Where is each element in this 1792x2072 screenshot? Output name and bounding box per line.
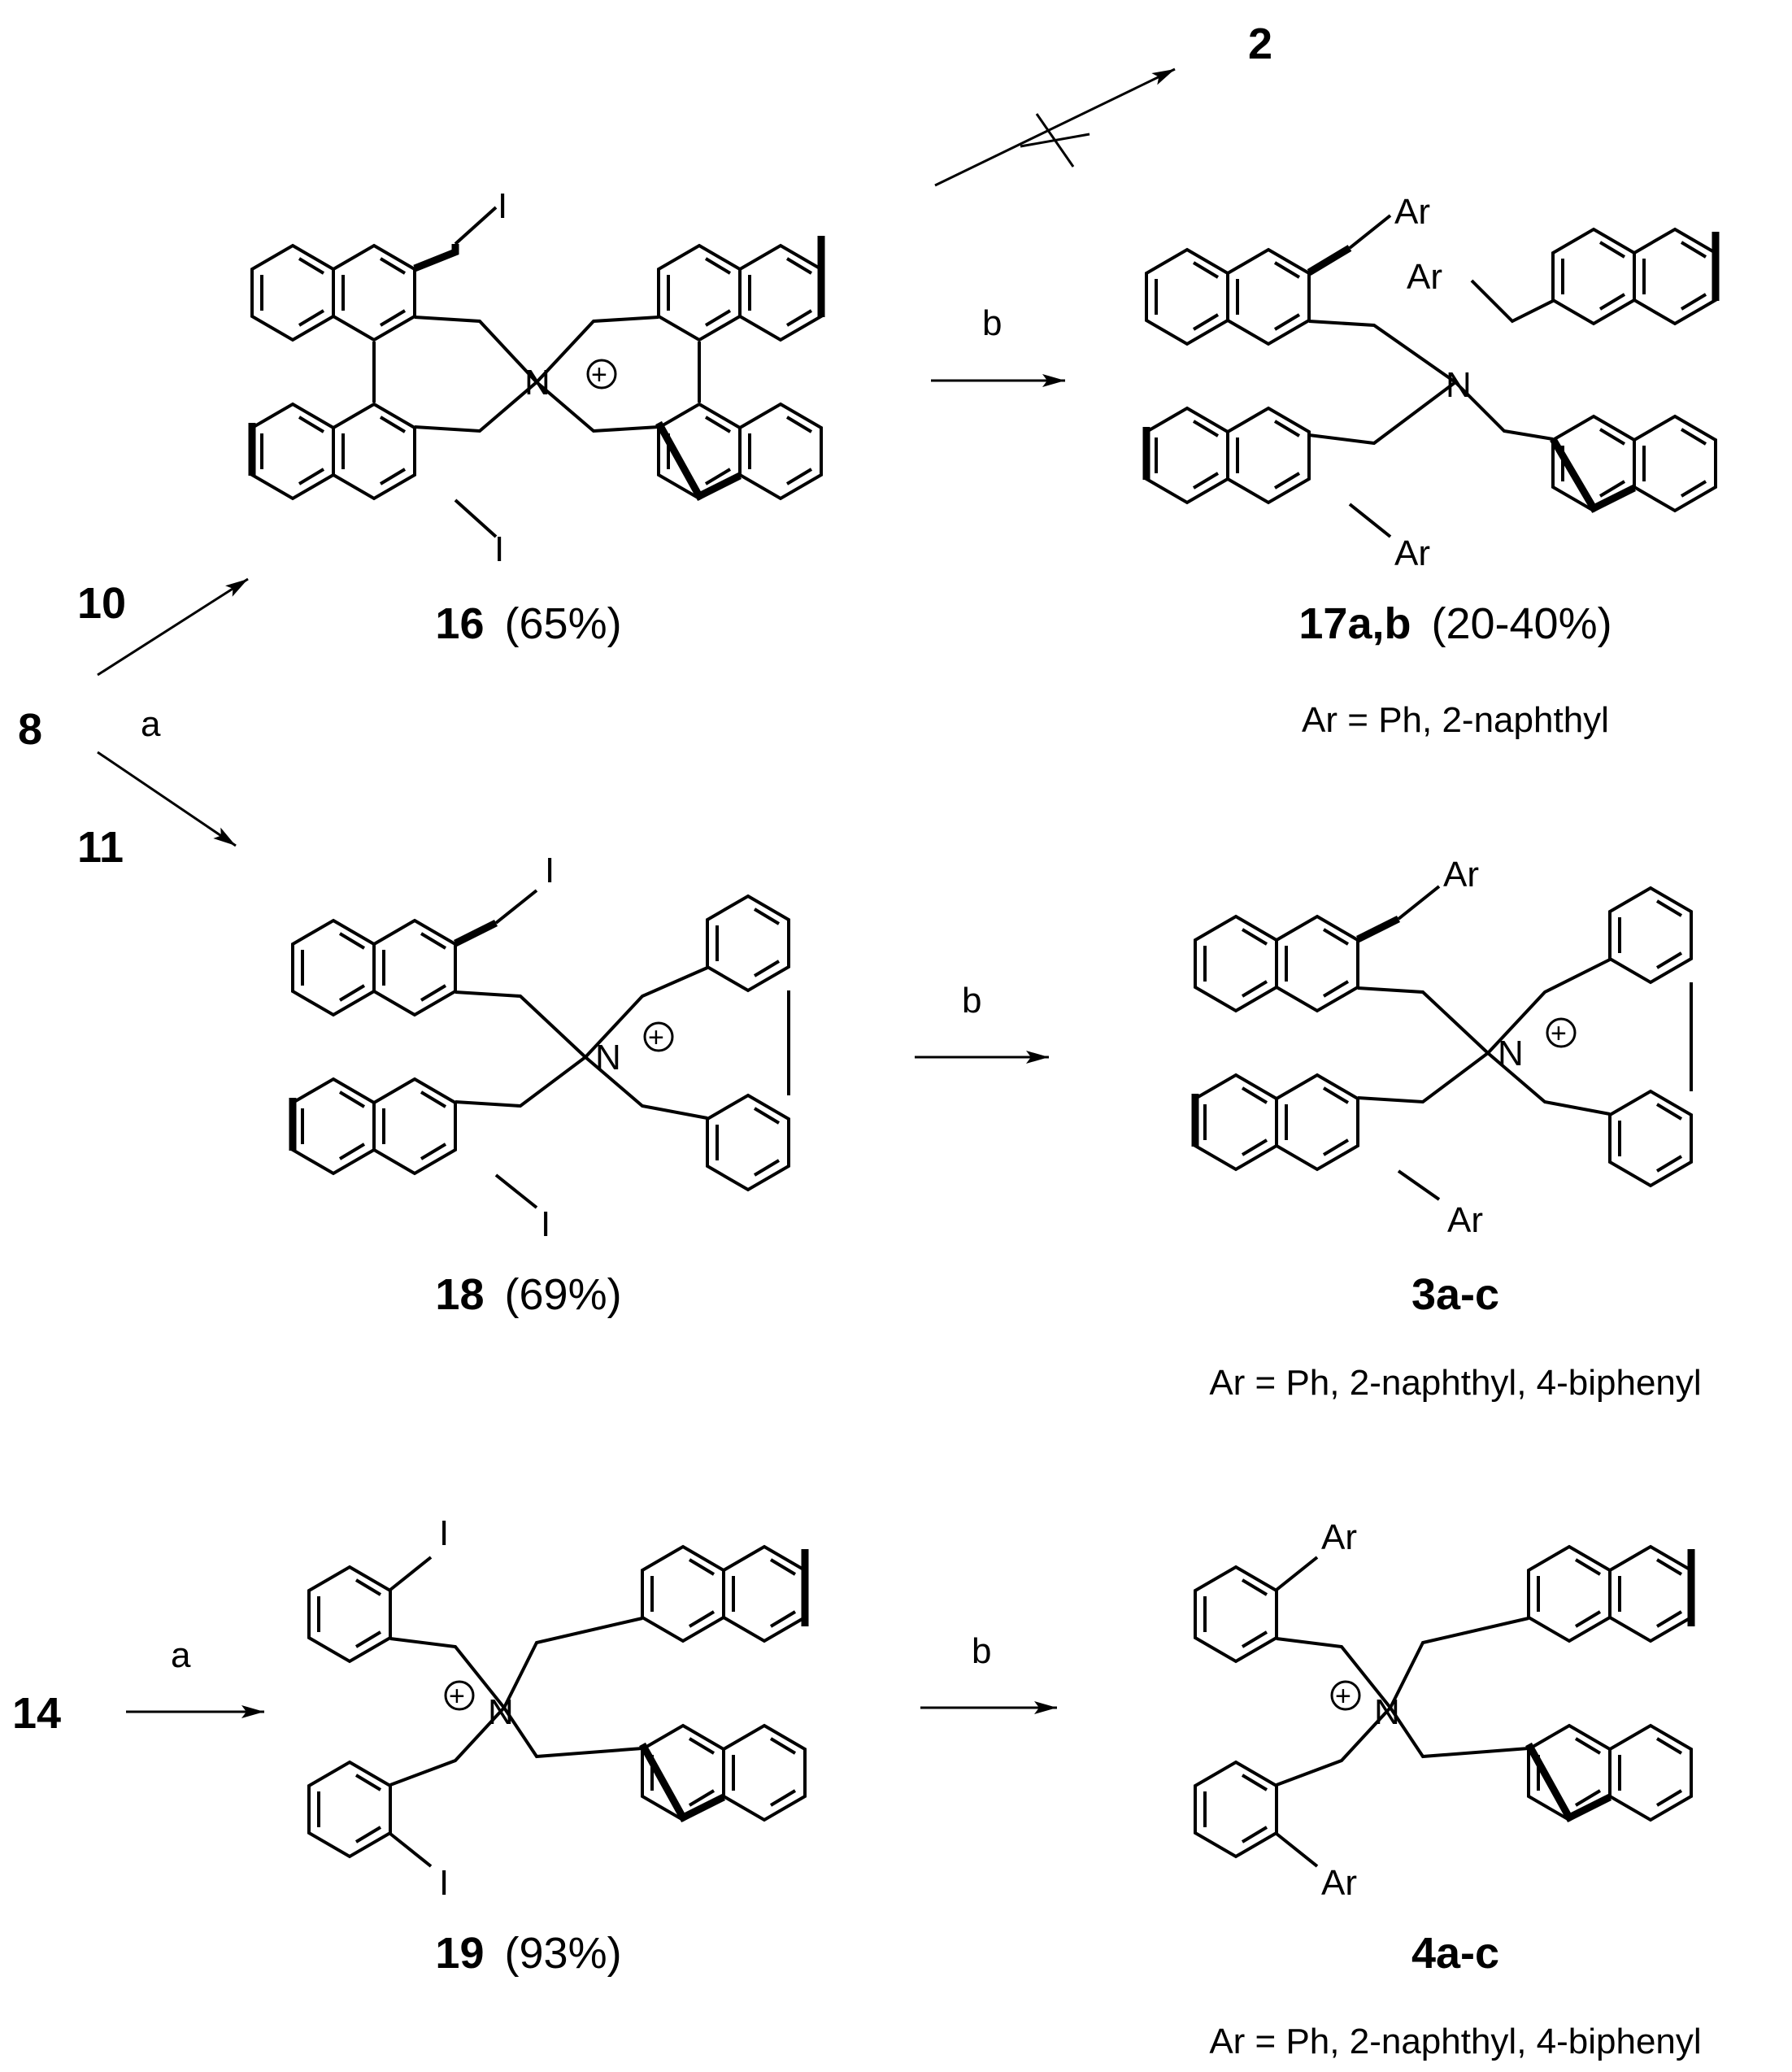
label-3ac: 3a-c [1411, 1270, 1499, 1319]
aryl-label: Ar [1447, 1200, 1483, 1240]
iodine-label: I [439, 1513, 449, 1553]
start-label-8: 8 [18, 705, 42, 754]
arrow-8-to-18 [97, 751, 237, 847]
nitrogen-label: N [524, 363, 550, 403]
iodine-label: I [498, 186, 507, 226]
structure-19: I I N + [307, 1513, 809, 1903]
condition-a-bottom: a [171, 1635, 191, 1675]
aryl-label: Ar [1394, 192, 1430, 232]
condition-b-3: b [972, 1631, 991, 1671]
plus-charge: + [1551, 1018, 1567, 1049]
aryl-label: Ar [1321, 1863, 1357, 1903]
reactant-label-11: 11 [77, 823, 124, 872]
iodine-label: I [541, 1204, 550, 1244]
arrow-16-to-2-blocked [934, 67, 1176, 187]
structure-17: Ar Ar Ar N [1142, 192, 1720, 573]
plus-charge: + [449, 1681, 465, 1712]
plus-charge: + [591, 359, 607, 390]
aryl-definition-4: Ar = Ph, 2-naphthyl, 4-biphenyl [1209, 2022, 1701, 2061]
plus-charge: + [648, 1022, 664, 1053]
label-16: 16 (65%) [435, 599, 621, 648]
structure-18: I I N + [289, 851, 790, 1244]
nitrogen-label: N [1374, 1692, 1400, 1732]
label-18: 18 (69%) [435, 1270, 621, 1319]
structure-4: Ar Ar N + [1194, 1517, 1695, 1903]
iodine-label: I [439, 1863, 449, 1903]
condition-b-2: b [962, 981, 981, 1021]
nitrogen-label: N [1446, 365, 1472, 405]
aryl-label: Ar [1443, 855, 1479, 895]
condition-b-1: b [982, 303, 1002, 343]
blocked-product-2: 2 [1248, 20, 1272, 68]
reactant-label-10: 10 [77, 579, 126, 628]
iodine-label: I [545, 851, 555, 890]
aryl-definition-17: Ar = Ph, 2-naphthyl [1302, 700, 1609, 740]
plus-charge: + [1335, 1681, 1351, 1712]
arrow-8-to-16 [97, 577, 249, 677]
structure-3: Ar Ar N + [1191, 855, 1693, 1240]
aryl-label: Ar [1321, 1517, 1357, 1557]
nitrogen-label: N [595, 1038, 621, 1077]
nitrogen-label: N [1498, 1034, 1524, 1073]
aryl-label: Ar [1407, 257, 1442, 297]
aryl-label: Ar [1394, 533, 1430, 573]
label-4ac: 4a-c [1411, 1929, 1499, 1978]
label-19: 19 (93%) [435, 1929, 621, 1978]
nitrogen-label: N [488, 1692, 514, 1732]
aryl-definition-3: Ar = Ph, 2-naphthyl, 4-biphenyl [1209, 1363, 1701, 1403]
condition-a-top: a [141, 704, 161, 744]
iodine-label: I [494, 529, 504, 569]
label-17ab: 17a,b (20-40%) [1298, 599, 1611, 648]
structure-16: I I N + [248, 186, 825, 569]
start-label-14: 14 [12, 1689, 61, 1738]
